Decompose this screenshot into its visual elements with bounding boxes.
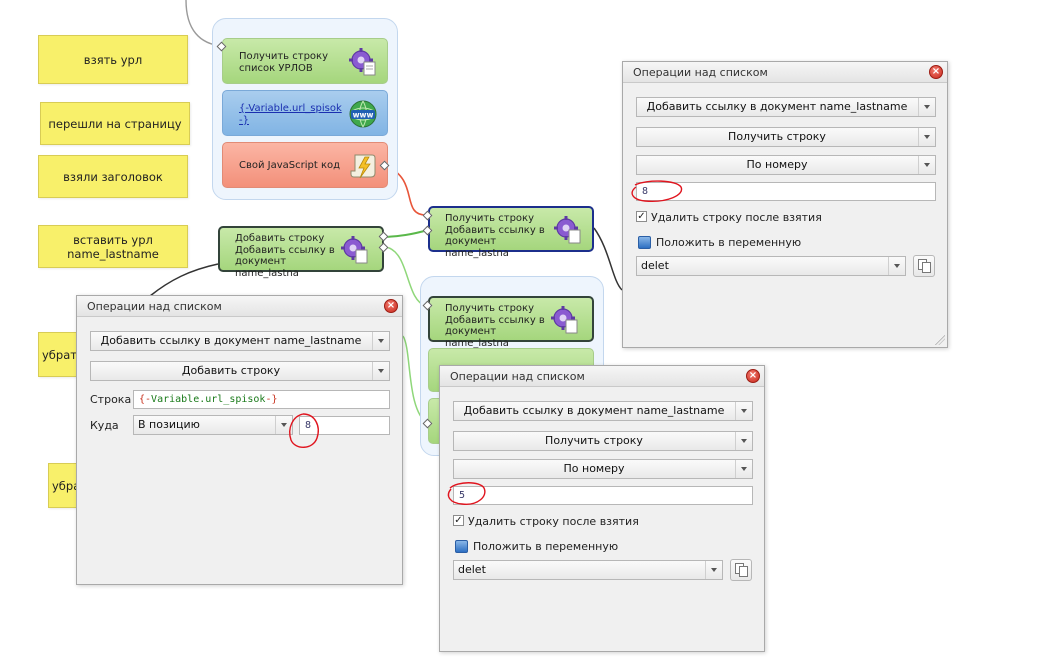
list-operations-dialog-left[interactable]: Операции над списком × Добавить ссылку в… xyxy=(76,295,403,585)
variable-select[interactable]: delet xyxy=(453,560,723,580)
list-operations-dialog-right[interactable]: Операции над списком × Добавить ссылку в… xyxy=(622,61,948,348)
block-get-string-urls[interactable]: Получить строку список УРЛОВ xyxy=(222,38,388,84)
list-select[interactable]: Добавить ссылку в документ name_lastname xyxy=(636,97,936,117)
chevron-down-icon[interactable] xyxy=(918,128,935,146)
note-insert-url[interactable]: вставить урл name_lastname xyxy=(38,225,188,268)
action-select[interactable]: Получить строку xyxy=(453,431,753,451)
delete-after-take-checkbox[interactable]: ✓ xyxy=(636,211,647,222)
red-annotation-circle xyxy=(447,482,486,505)
action-select[interactable]: Добавить строку xyxy=(90,361,390,381)
note-took-title[interactable]: взяли заголовок xyxy=(38,155,188,198)
chevron-down-icon[interactable] xyxy=(735,402,752,420)
list-select[interactable]: Добавить ссылку в документ name_lastname xyxy=(90,331,390,351)
block-add-string-doc[interactable]: Добавить строку Добавить ссылку в докуме… xyxy=(218,226,384,279)
www-globe-icon: www xyxy=(349,100,377,128)
position-input[interactable]: 8 xyxy=(299,416,390,435)
variable-icon[interactable] xyxy=(455,540,468,553)
chevron-down-icon[interactable] xyxy=(735,432,752,450)
block-line: Получить строку xyxy=(239,51,328,62)
gear-document-icon xyxy=(341,236,368,264)
string-label: Строка xyxy=(90,393,132,406)
block-line: Получить строку xyxy=(445,213,534,224)
red-annotation-circle xyxy=(631,180,683,203)
block-line: -} xyxy=(239,114,249,126)
block-line: Добавить ссылку в xyxy=(235,244,335,256)
dialog-title: Операции над списком xyxy=(77,296,402,317)
gear-document-icon xyxy=(554,216,581,244)
block-line: Добавить ссылку в xyxy=(445,314,545,326)
block-line: список УРЛОВ xyxy=(239,62,313,74)
variable-icon[interactable] xyxy=(638,236,651,249)
block-get-string-doc-2[interactable]: Получить строку Добавить ссылку в докуме… xyxy=(428,296,594,349)
where-label: Куда xyxy=(90,419,119,432)
chevron-down-icon[interactable] xyxy=(735,460,752,478)
mode-select[interactable]: По номеру xyxy=(453,459,753,479)
block-get-string-doc[interactable]: Получить строку Добавить ссылку в докуме… xyxy=(428,206,594,259)
close-icon[interactable]: × xyxy=(929,65,943,79)
note-take-url[interactable]: взять урл xyxy=(38,35,188,84)
where-select[interactable]: В позицию xyxy=(133,415,293,435)
put-in-variable-label: Положить в переменную xyxy=(656,236,802,249)
copy-icon xyxy=(922,262,931,273)
put-in-variable-label: Положить в переменную xyxy=(473,540,619,553)
list-select[interactable]: Добавить ссылку в документ name_lastname xyxy=(453,401,753,421)
block-line: документ name_lastna xyxy=(445,326,509,349)
chevron-down-icon[interactable] xyxy=(888,257,905,275)
copy-icon xyxy=(739,566,748,577)
script-scroll-icon xyxy=(350,154,376,179)
close-icon[interactable]: × xyxy=(384,299,398,313)
block-line: Добавить ссылку в xyxy=(445,224,545,236)
copy-button[interactable] xyxy=(913,255,935,277)
red-annotation-circle xyxy=(289,413,319,448)
mode-select[interactable]: По номеру xyxy=(636,155,936,175)
note-went-to-page[interactable]: перешли на страницу xyxy=(40,102,190,145)
dialog-title: Операции над списком xyxy=(623,62,947,83)
note-remove-1[interactable]: убрат xyxy=(38,332,78,377)
block-variable-url[interactable]: {-Variable.url_spisok -} www xyxy=(222,90,388,136)
dialog-title: Операции над списком xyxy=(440,366,764,387)
chevron-down-icon[interactable] xyxy=(705,561,722,579)
chevron-down-icon[interactable] xyxy=(918,98,935,116)
wire-add-left xyxy=(149,263,219,297)
copy-button[interactable] xyxy=(730,559,752,581)
block-javascript[interactable]: Свой JavaScript код xyxy=(222,142,388,188)
number-input[interactable]: 8 xyxy=(636,182,936,201)
number-input[interactable]: 5 xyxy=(453,486,753,505)
chevron-down-icon[interactable] xyxy=(372,362,389,380)
wire-get-to-add xyxy=(385,229,429,238)
block-line: документ name_lastna xyxy=(235,256,299,279)
delete-after-take-label: Удалить строку после взятия xyxy=(468,515,639,528)
wire-get-right xyxy=(593,227,623,291)
svg-text:www: www xyxy=(353,110,374,119)
string-input[interactable]: {-Variable.url_spisok-} xyxy=(133,390,390,409)
delete-after-take-checkbox[interactable]: ✓ xyxy=(453,515,464,526)
block-line: Добавить строку xyxy=(235,233,325,244)
resize-grip[interactable] xyxy=(935,335,945,345)
block-line: {-Variable.url_spisok xyxy=(239,103,342,114)
list-operations-dialog-bottom[interactable]: Операции над списком × Добавить ссылку в… xyxy=(439,365,765,652)
block-line: Свой JavaScript код xyxy=(239,160,341,171)
delete-after-take-label: Удалить строку после взятия xyxy=(651,211,822,224)
block-line: Получить строку xyxy=(445,303,534,314)
action-select[interactable]: Получить строку xyxy=(636,127,936,147)
chevron-down-icon[interactable] xyxy=(372,332,389,350)
gear-document-icon xyxy=(349,48,376,76)
chevron-down-icon[interactable] xyxy=(275,416,292,434)
variable-select[interactable]: delet xyxy=(636,256,906,276)
close-icon[interactable]: × xyxy=(746,369,760,383)
chevron-down-icon[interactable] xyxy=(918,156,935,174)
note-remove-2[interactable]: убра xyxy=(48,463,80,508)
gear-document-icon xyxy=(551,306,578,334)
block-line: документ name_lastna xyxy=(445,236,509,259)
